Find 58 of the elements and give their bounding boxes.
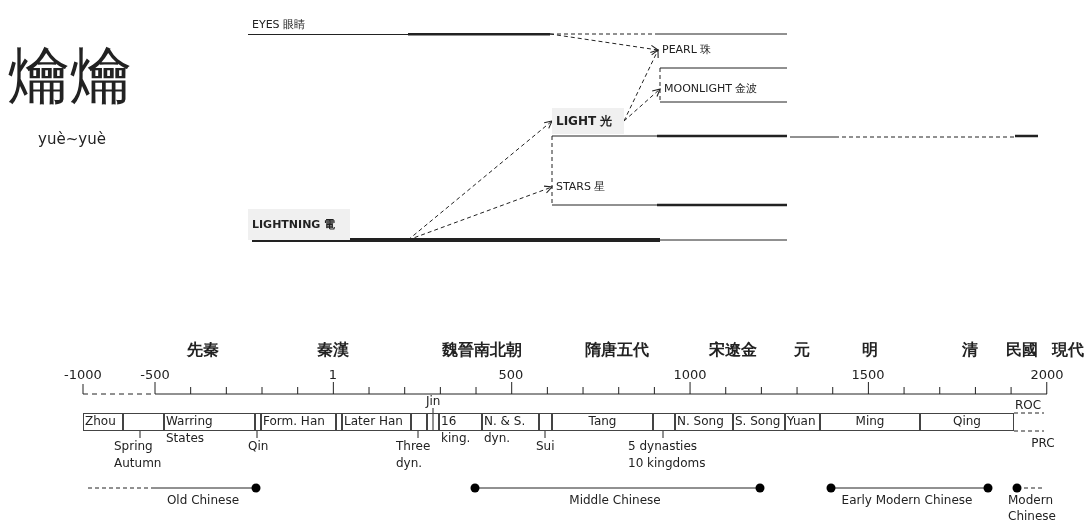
leader-line [544,430,546,439]
dynasty-cell: Zhou [83,413,123,431]
dynasty-cell [539,413,552,431]
dynasty-label: Sui [536,438,558,455]
dynasty-cell [411,413,427,431]
year-label: 500 [498,366,524,383]
period-name: 隋唐五代 [585,340,649,360]
language-stage-label: Modern Chinese [1008,492,1057,524]
year-label: -1000 [64,366,102,383]
year-label: 1000 [673,366,707,383]
dynasty-cell [255,413,261,431]
period-name: 清 [962,340,978,360]
regime-label: ROC [1014,397,1042,413]
dynasty-cell: Form. Han [261,413,336,431]
period-name: 宋遼金 [709,340,757,360]
leader-line [417,430,419,439]
period-name: 秦漢 [317,340,349,360]
period-name: 民國 [1006,340,1038,360]
dynasty-label: 5 dynasties 10 kingdoms [628,438,708,472]
leader-line [662,430,664,439]
dynasty-cell [653,413,675,431]
term-label: STARS 星 [552,176,632,198]
dynasty-cell: Ming [820,413,920,431]
dynasty-label: Jin [426,393,442,410]
language-stage-label: Early Modern Chinese [841,492,973,508]
language-stage-label: Middle Chinese [569,492,661,508]
leader-line [139,430,141,439]
dynasty-label: Three dyn. [396,438,440,472]
term-label: LIGHT 光 [552,108,624,134]
dynasty-cell: S. Song [733,413,785,431]
period-name: 先秦 [187,340,219,360]
year-label: 1 [328,366,338,383]
dynasty-cell: Later Han [342,413,411,431]
period-name: 現代 [1052,340,1084,360]
leader-line [256,430,258,439]
term-label: PEARL 珠 [658,40,758,60]
dynasty-cell [123,413,164,431]
language-stage-label: Old Chinese [166,492,240,508]
arrow [623,88,661,122]
title: 爚爚 [8,38,132,114]
year-label: -500 [140,366,170,383]
dynasty-cell: Yuan [785,413,820,431]
dynasty-cell [427,413,439,431]
dynasty-cell: Tang [552,413,653,431]
arrow [407,120,553,241]
term-label: MOONLIGHT 金波 [660,78,785,100]
dynasty-label: Qin [248,438,270,455]
arrow [549,33,659,54]
period-name: 元 [794,340,810,360]
dynasty-cell: Qing [920,413,1014,431]
regime-label: PRC [1031,435,1055,451]
period-name: 明 [862,340,878,360]
pinyin-label: yuè~yuè [38,130,106,149]
period-name: 魏晉南北朝 [442,340,522,360]
dynasty-cell: N. Song [675,413,733,431]
dynasty-cell [336,413,342,431]
year-label: 2000 [1030,366,1064,383]
year-label: 1500 [851,366,885,383]
